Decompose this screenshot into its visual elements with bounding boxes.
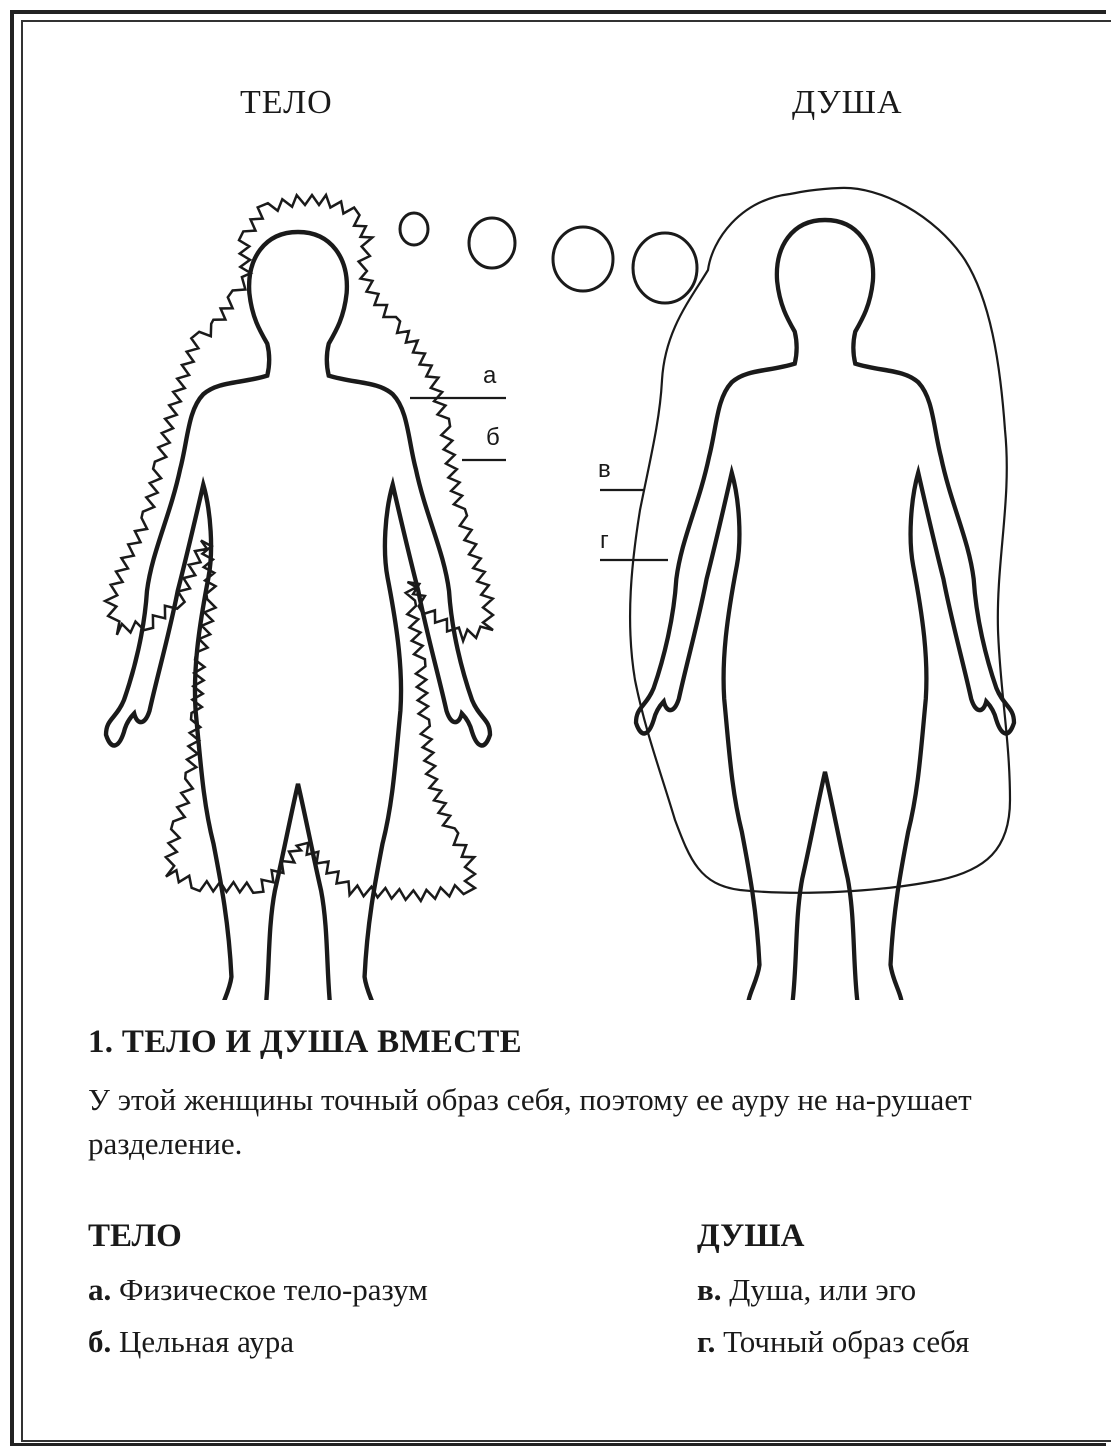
bubble-3 [553,227,613,291]
legend-body-title: ТЕЛО [88,1218,182,1255]
legend-label-g: Точный образ себя [723,1324,969,1359]
legend-label-a: Физическое тело-разум [119,1272,428,1307]
legend-key-v: в. [697,1272,722,1307]
bubble-1 [400,213,428,245]
legend-label-v: Душа, или эго [729,1272,916,1307]
physical-body-outline [106,232,490,1000]
soul-body-outline [636,220,1014,1000]
legend-item-a: а. Физическое тело-разум [88,1272,428,1308]
soul-figure-group [630,188,1014,1000]
legend-item-b: б. Цельная аура [88,1324,294,1360]
body-soul-diagram [0,0,1118,1000]
legend-item-v: в. Душа, или эго [697,1272,916,1308]
marker-a: а [483,362,496,390]
caption-title: 1. ТЕЛО И ДУША ВМЕСТЕ [88,1024,522,1061]
marker-g: г [600,527,609,555]
body-figure-group [105,195,493,1000]
legend-item-g: г. Точный образ себя [697,1324,969,1360]
bubble-4 [633,233,697,303]
thought-bubbles [400,213,697,303]
marker-v: в [598,456,611,484]
marker-b: б [486,424,500,452]
bubble-2 [469,218,515,268]
legend-soul-title: ДУША [697,1218,804,1255]
legend-key-g: г. [697,1324,715,1359]
caption-text: У этой женщины точный образ себя, поэтом… [88,1078,1048,1166]
legend-key-a: а. [88,1272,111,1307]
legend-label-b: Цельная аура [119,1324,294,1359]
legend-key-b: б. [88,1324,111,1359]
